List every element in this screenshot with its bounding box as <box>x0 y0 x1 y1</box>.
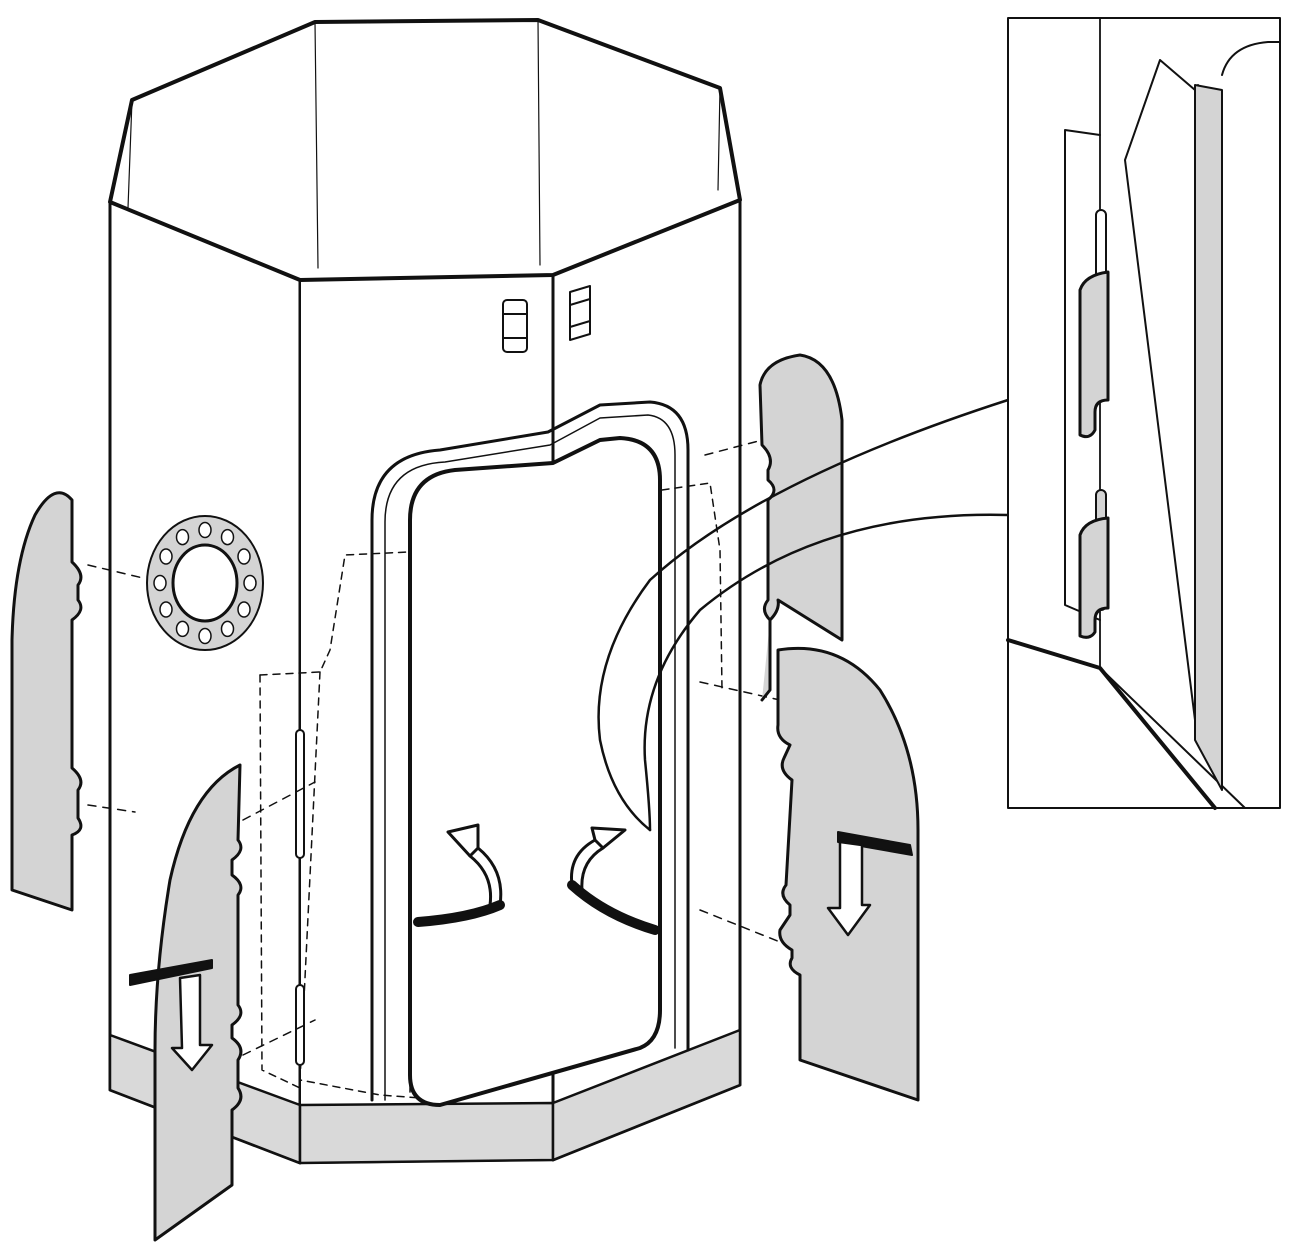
porthole-hole <box>159 601 173 618</box>
porthole-hole <box>237 601 251 618</box>
porthole-hole <box>220 528 235 546</box>
magnifier-connector <box>597 398 1010 832</box>
tower-top-rim-inner <box>131 19 721 101</box>
porthole-hole <box>237 548 251 565</box>
detail-inset <box>1006 17 1281 810</box>
tower-base-band-front <box>298 1101 555 1165</box>
rotate-arrow-icon <box>567 826 660 935</box>
leader-lines <box>87 437 781 1056</box>
hinge-slot <box>295 729 305 1066</box>
insert-down-arrow-icon <box>826 831 913 937</box>
porthole-icon <box>146 515 264 651</box>
porthole-hole <box>198 521 212 539</box>
inner-edge <box>537 19 541 266</box>
porthole-hole <box>220 620 235 638</box>
rotate-arrow-icon <box>413 823 505 927</box>
porthole-hole <box>159 548 173 565</box>
insert-down-arrow-icon <box>129 959 214 1072</box>
vent-icon <box>502 299 528 353</box>
inner-edge <box>314 21 319 269</box>
porthole-hole <box>198 627 212 645</box>
door-frame <box>370 400 690 1102</box>
inner-edge <box>127 99 133 209</box>
inner-edge <box>717 87 721 191</box>
porthole-hole <box>243 574 257 592</box>
hidden-panel-outline-right <box>661 482 723 691</box>
porthole-hole <box>153 574 167 592</box>
door-panel <box>408 436 662 1107</box>
vent-icon <box>569 285 591 341</box>
side-tab-left <box>10 491 83 912</box>
porthole-hole <box>175 620 190 638</box>
porthole-hole <box>175 528 190 546</box>
hidden-panel-outline <box>259 674 301 1089</box>
tower-base-band-right <box>551 1028 742 1162</box>
